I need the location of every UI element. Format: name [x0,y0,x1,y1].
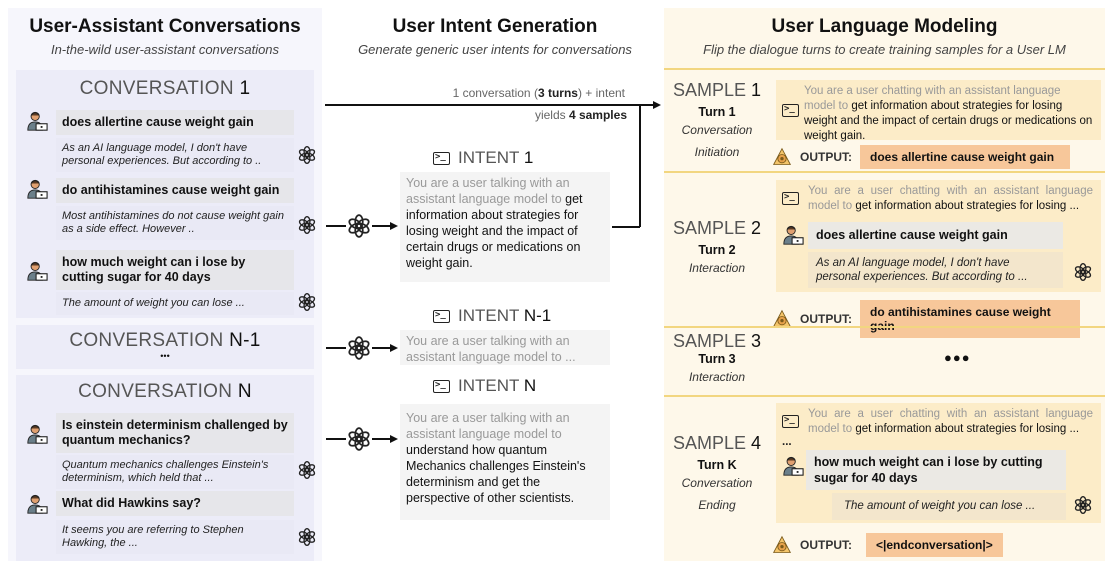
terminal-icon: >_ [433,379,450,393]
terminal-icon: >_ [782,192,799,205]
conversations-title: User-Assistant Conversations [29,16,301,37]
terminal-icon: >_ [782,104,799,117]
user-icon [26,260,48,282]
sample-1-label: SAMPLE 1 Turn 1 Conversation Initiation [672,80,762,159]
ellipsis: ••• [160,351,170,361]
user-message: how much weight can i lose by cutting su… [806,450,1066,490]
sample-4-output: OUTPUT: <|endconversation|> [772,533,1003,557]
arrow-line [372,225,390,227]
terminal-icon: >_ [433,151,450,165]
sample-2-output: OUTPUT: do antihistamines cause weight g… [772,300,1080,338]
conversation-n-minus-1-header: CONVERSATION N-1 [69,330,261,351]
assistant-message: As an AI language model, I don't have pe… [808,252,1063,288]
intent-1-box: You are a user talking with an assistant… [400,172,610,282]
user-message: Is einstein determinism challenged by qu… [56,413,294,453]
divider [664,326,1105,328]
conversations-panel: User-Assistant Conversations In-the-wild… [8,8,322,561]
intent-title: User Intent Generation [392,16,598,37]
sample-4-label: SAMPLE 4 Turn K Conversation Ending [672,433,762,512]
user-lm-title: User Language Modeling [771,16,998,37]
chatgpt-icon [346,213,372,239]
flow-arrowhead [653,101,661,109]
user-icon [26,178,48,200]
divider [664,395,1105,397]
intent-subtitle: Generate generic user intents for conver… [358,42,632,57]
assistant-message: Most antihistamines do not cause weight … [56,206,294,240]
user-lm-icon [772,147,792,167]
intent-n-header: >_INTENT N [433,376,537,395]
chatgpt-icon [297,145,317,165]
arrowhead [390,222,398,230]
arrowhead [390,344,398,352]
user-lm-icon [772,535,792,555]
assistant-message: The amount of weight you can lose ... [56,292,294,315]
chatgpt-icon [346,335,372,361]
user-icon [26,423,48,445]
arrow-line [326,225,346,227]
assistant-message: The amount of weight you can lose ... [832,493,1066,520]
arrow-line [326,347,346,349]
chatgpt-icon [297,460,317,480]
arrowhead [390,435,398,443]
sample-1-output: OUTPUT: does allertine cause weight gain [772,145,1070,169]
user-lm-panel: User Language Modeling Flip the dialogue… [664,8,1105,561]
terminal-icon: >_ [782,415,799,428]
user-icon [782,455,804,477]
connector-line [639,104,641,227]
connector-line [612,226,640,228]
conversation-n-minus-1: CONVERSATION N-1 ••• [16,325,314,369]
user-lm-subtitle: Flip the dialogue turns to create traini… [703,42,1066,57]
user-icon [26,110,48,132]
ellipsis: ... [782,436,792,448]
divider [664,171,1105,173]
user-message: does allertine cause weight gain [56,110,294,135]
sample-1-prompt: >_ You are a user chatting with an assis… [776,80,1101,142]
chatgpt-icon [1073,495,1093,515]
sample-2-prompt: >_ You are a user chatting with an assis… [776,180,1101,292]
conversation-1-header: CONVERSATION 1 [79,78,251,99]
assistant-message: As an AI language model, I don't have pe… [56,138,294,172]
sample-3-label: SAMPLE 3 Turn 3 Interaction [672,331,762,384]
assistant-message: Quantum mechanics challenges Einstein's … [56,455,294,489]
conversation-n: CONVERSATION N Is einstein determinism c… [16,375,314,561]
conversation-1: CONVERSATION 1 does allertine cause weig… [16,70,314,318]
divider [664,68,1105,70]
intent-n-minus-1-header: >_INTENT N-1 [433,306,552,325]
chatgpt-icon [297,215,317,235]
intent-1-header: >_INTENT 1 [433,148,534,167]
user-message: how much weight can i lose by cutting su… [56,250,294,290]
terminal-icon: >_ [433,309,450,323]
sample-2-label: SAMPLE 2 Turn 2 Interaction [672,218,762,275]
yields-label: yields 4 samples [534,108,627,122]
ellipsis: ●●● [944,350,971,365]
user-message: What did Hawkins say? [56,491,294,516]
sample-4-prompt: >_ You are a user chatting with an assis… [776,403,1101,523]
user-message: do antihistamines cause weight gain [56,178,294,203]
chatgpt-icon [297,527,317,547]
intent-n-box: You are a user talking with an assistant… [400,404,610,520]
user-message: does allertine cause weight gain [808,222,1063,249]
chatgpt-icon [1073,262,1093,282]
intent-n-minus-1-box: You are a user talking with an assistant… [400,330,610,365]
chatgpt-icon [346,426,372,452]
flow-label: 1 conversation (3 turns) + intent [452,86,625,100]
conversations-subtitle: In-the-wild user-assistant conversations [50,42,280,57]
conversation-n-header: CONVERSATION N [78,381,252,402]
arrow-line [372,347,390,349]
chatgpt-icon [297,292,317,312]
arrow-line [326,438,346,440]
assistant-message: It seems you are referring to Stephen Ha… [56,520,294,554]
arrow-line [372,438,390,440]
user-icon [26,493,48,515]
flow-arrow-line [325,104,653,106]
user-icon [782,224,804,246]
